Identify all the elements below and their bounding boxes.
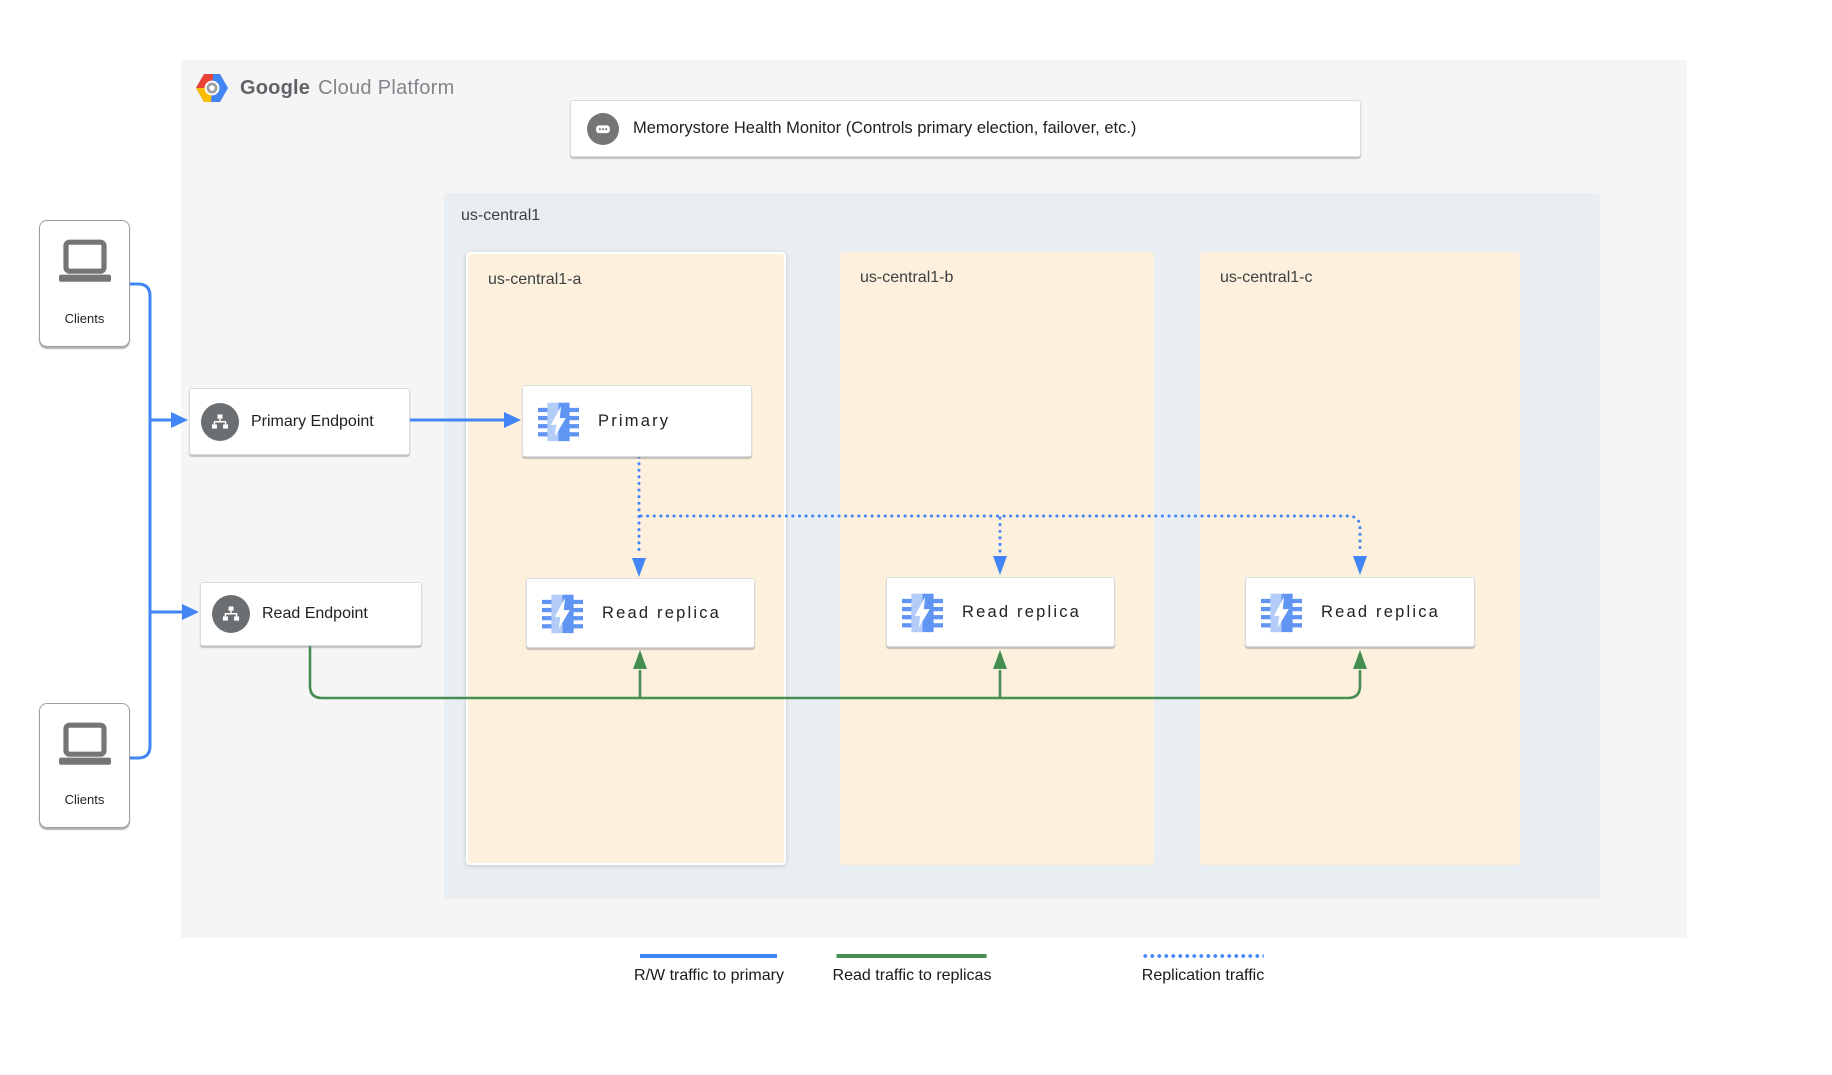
clients-label: Clients	[64, 792, 105, 807]
network-icon	[212, 595, 250, 633]
read-replica-box-c: Read replica	[1245, 577, 1475, 647]
primary-node-label: Primary	[598, 411, 671, 430]
primary-endpoint-box: Primary Endpoint	[189, 388, 410, 455]
read-replica-label: Read replica	[602, 603, 722, 622]
legend-label: Replication traffic	[1141, 967, 1265, 984]
legend-label: R/W traffic to primary	[634, 967, 784, 984]
read-replica-label: Read replica	[1321, 602, 1441, 621]
clients-box-bottom: Clients	[39, 703, 130, 828]
primary-node-box: Primary	[522, 385, 752, 457]
clients-box-top: Clients	[39, 220, 130, 347]
zone-label: us-central1-a	[488, 271, 582, 288]
read-replica-label: Read replica	[962, 602, 1082, 621]
memorystore-chip-icon	[538, 401, 579, 442]
health-monitor-box: Memorystore Health Monitor (Controls pri…	[570, 100, 1361, 157]
zone-label: us-central1-c	[1220, 269, 1313, 286]
zone-us-central1-b: us-central1-b	[840, 252, 1154, 865]
gcp-logo: Google Cloud Platform	[196, 74, 455, 102]
zone-us-central1-c: us-central1-c	[1200, 252, 1520, 865]
zone-us-central1-a: us-central1-a	[466, 252, 786, 865]
network-icon	[201, 402, 239, 441]
ellipsis-bubble-icon	[587, 112, 619, 145]
gcp-hexagon-icon	[196, 74, 228, 102]
memorystore-chip-icon	[542, 593, 583, 634]
legend-line-solid-green	[836, 954, 987, 958]
legend-line-solid-blue	[640, 954, 778, 958]
region-us-central1: us-central1 us-central1-a us-central1-b …	[444, 193, 1600, 899]
brand-google: Google	[240, 76, 311, 99]
read-endpoint-box: Read Endpoint	[200, 582, 422, 646]
legend-line-dotted-blue	[1142, 954, 1264, 958]
legend-label: Read traffic to replicas	[832, 967, 992, 984]
brand-cloud-platform: Cloud Platform	[318, 76, 455, 99]
laptop-icon	[55, 239, 115, 287]
read-replica-box-a: Read replica	[526, 578, 755, 648]
legend-read-traffic: Read traffic to replicas	[832, 954, 992, 985]
primary-endpoint-label: Primary Endpoint	[251, 412, 374, 430]
legend-replication-traffic: Replication traffic	[1142, 954, 1264, 985]
zone-label: us-central1-b	[860, 269, 954, 286]
health-monitor-label: Memorystore Health Monitor (Controls pri…	[633, 119, 1137, 137]
read-endpoint-label: Read Endpoint	[262, 605, 368, 622]
memorystore-chip-icon	[902, 592, 943, 633]
laptop-icon	[55, 722, 115, 770]
region-label: us-central1	[461, 207, 541, 224]
memorystore-chip-icon	[1261, 592, 1302, 633]
legend-rw-traffic: R/W traffic to primary	[634, 954, 784, 985]
read-replica-box-b: Read replica	[886, 577, 1115, 647]
clients-label: Clients	[64, 311, 105, 326]
